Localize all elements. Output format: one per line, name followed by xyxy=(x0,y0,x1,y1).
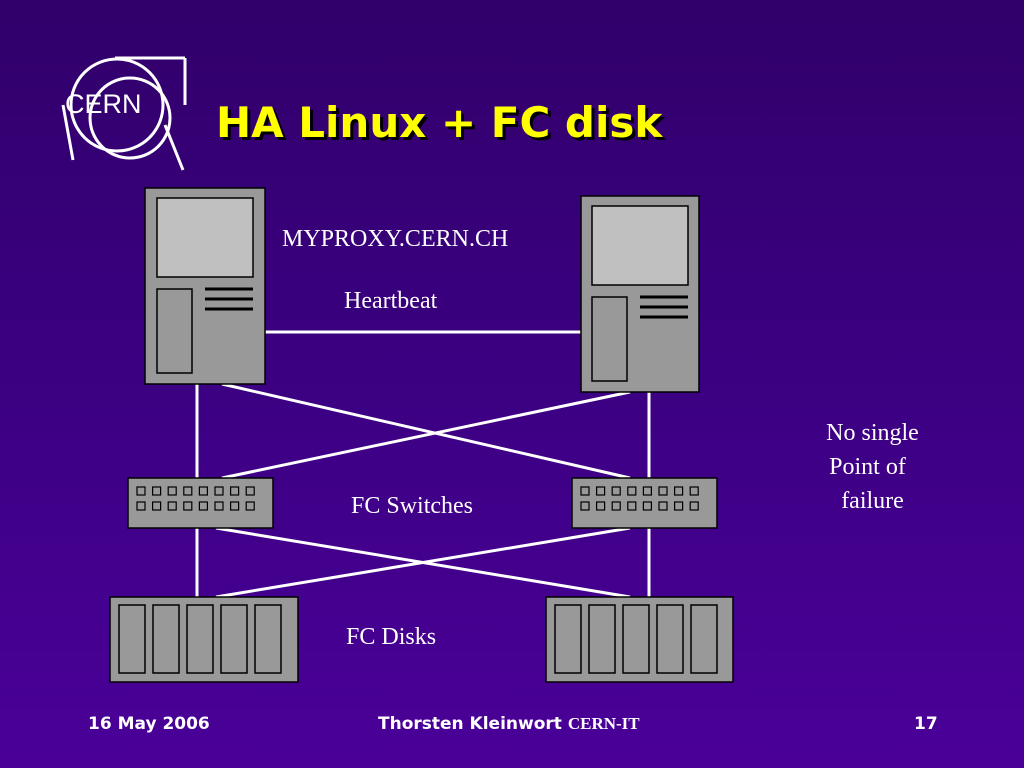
disk-slot xyxy=(152,604,180,674)
switch-port xyxy=(245,501,255,511)
disk-slot xyxy=(220,604,248,674)
switch-port xyxy=(152,486,162,496)
server-right xyxy=(580,195,700,393)
fc-switches-label: FC Switches xyxy=(351,493,474,519)
fc-disk-array-right xyxy=(545,596,734,683)
switch-port xyxy=(183,486,193,496)
switch-port xyxy=(611,501,621,511)
server-hostname-label: MYPROXY.CERN.CH xyxy=(282,226,509,252)
footer-author: Thorsten Kleinwort CERN-IT xyxy=(378,714,640,734)
switch-port xyxy=(167,486,177,496)
switch-port xyxy=(658,486,668,496)
switch-port xyxy=(152,501,162,511)
switch-port xyxy=(198,501,208,511)
switch-port xyxy=(673,501,684,511)
switch-port xyxy=(595,486,606,496)
no-single-point-of-failure-note: No single Point of failure xyxy=(800,416,945,518)
fc-switch-left xyxy=(127,477,274,529)
server-left-drive-bay xyxy=(156,288,193,374)
switch-port xyxy=(595,501,606,511)
disk-slot xyxy=(622,604,650,674)
note-line-2: Point of xyxy=(829,454,906,480)
switch-port xyxy=(183,501,193,511)
cern-logo-text: CERN xyxy=(65,89,142,119)
fc-disk-array-left xyxy=(109,596,299,683)
server-right-screen xyxy=(591,205,689,286)
footer-page-number: 17 xyxy=(914,714,938,734)
switch-right-to-disk-left xyxy=(215,526,631,599)
note-line-1: No single xyxy=(826,420,919,446)
disk-slot xyxy=(118,604,146,674)
switch-port xyxy=(136,486,146,496)
server-left xyxy=(144,187,266,385)
switch-port xyxy=(627,501,637,511)
switch-port xyxy=(136,501,146,511)
fc-switch-right xyxy=(571,477,718,529)
fc-disks-label: FC Disks xyxy=(346,624,437,650)
switch-port xyxy=(198,486,208,496)
server-right-to-switch-left xyxy=(221,390,631,480)
switch-port xyxy=(642,486,653,496)
cern-logo: CERN xyxy=(61,56,187,171)
switch-port xyxy=(689,501,699,511)
heartbeat-label: Heartbeat xyxy=(344,288,438,314)
footer-author-name: Thorsten Kleinwort xyxy=(378,714,562,734)
footer-date: 16 May 2006 xyxy=(88,714,210,734)
switch-port xyxy=(580,501,590,511)
switch-port xyxy=(642,501,653,511)
switch-port xyxy=(214,501,224,511)
switch-port xyxy=(658,501,668,511)
switch-port xyxy=(230,501,240,511)
footer-org: CERN-IT xyxy=(567,714,640,733)
server-right-drive-bay xyxy=(591,296,628,382)
switch-port xyxy=(214,486,224,496)
switch-port xyxy=(611,486,621,496)
disk-slot xyxy=(588,604,616,674)
switch-port xyxy=(245,486,255,496)
disk-slot xyxy=(186,604,214,674)
switch-port xyxy=(689,486,699,496)
note-line-3: failure xyxy=(841,488,904,514)
switch-port xyxy=(167,501,177,511)
switch-port xyxy=(580,486,590,496)
server-left-screen xyxy=(156,197,254,278)
switch-port xyxy=(673,486,684,496)
server-left-to-switch-right xyxy=(221,382,631,480)
disk-slot xyxy=(554,604,582,674)
slide-title: HA Linux + FC disk xyxy=(216,98,663,147)
disk-slot xyxy=(656,604,684,674)
switch-port xyxy=(230,486,240,496)
disk-slot xyxy=(690,604,718,674)
switch-port xyxy=(627,486,637,496)
disk-slot xyxy=(254,604,282,674)
